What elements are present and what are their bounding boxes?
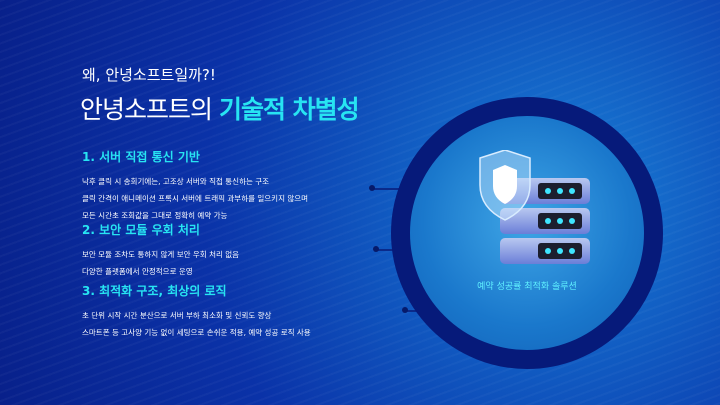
page-title: 안녕소프트의 기술적 차별성: [80, 90, 360, 126]
section-1: 1. 서버 직접 통신 기반 낙후 클릭 시 송회기에는, 고조상 서버와 직접…: [82, 148, 308, 224]
connector-dot: [373, 246, 379, 252]
feature-circle: 예약 성공률 최적화 솔루션: [391, 97, 663, 369]
section-heading: 2. 보안 모듈 우회 처리: [82, 223, 200, 237]
section-line: 초 단위 시작 시간 분산으로 서버 부하 최소화 및 신뢰도 향상: [82, 311, 272, 320]
section-3: 3. 최적화 구조, 최상의 로직 초 단위 시작 시간 분산으로 서버 부하 …: [82, 282, 311, 341]
server-shield-icon: [479, 150, 590, 264]
connector-line: [373, 188, 413, 190]
connector-dot: [402, 307, 408, 313]
section-heading: 3. 최적화 구조, 최상의 로직: [82, 284, 227, 298]
section-line: 낙후 클릭 시 송회기에는, 고조상 서버와 직접 통신하는 구조: [82, 177, 270, 186]
title-highlight: 기술적 차별성: [218, 95, 360, 124]
title-plain: 안녕소프트의: [80, 95, 219, 124]
connector-line: [377, 249, 397, 251]
connector-dot: [369, 185, 375, 191]
section-line: 보안 모듈 조차도 통하지 않게 보안 우회 처리 없음: [82, 250, 240, 259]
section-line: 다양한 플랫폼에서 안정적으로 운영: [82, 267, 193, 276]
section-2: 2. 보안 모듈 우회 처리 보안 모듈 조차도 통하지 않게 보안 우회 처리…: [82, 221, 239, 280]
section-line: 모든 시간초 조회값을 그대로 정확히 예약 가능: [82, 211, 228, 220]
section-line: 클릭 간격이 애니메이션 프록시 서버에 트래픽 과부하를 일으키지 않으며: [82, 194, 309, 203]
subtitle: 왜, 안녕소프트일까?!: [82, 66, 216, 84]
section-heading: 1. 서버 직접 통신 기반: [82, 150, 200, 164]
circle-caption: 예약 성공률 최적화 솔루션: [477, 282, 577, 292]
section-line: 스마트폰 등 고사양 기능 없이 세팅으로 손쉬운 적용, 예약 성공 로직 사…: [82, 328, 311, 337]
